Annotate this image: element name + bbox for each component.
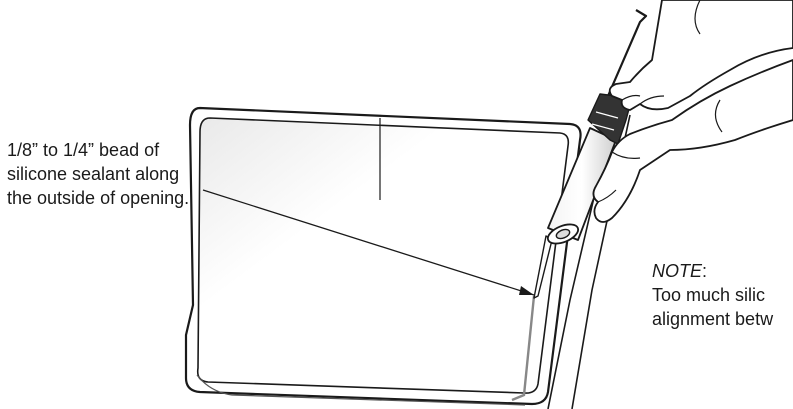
caulk-gun [533, 9, 648, 299]
callout-line: silicone sealant along [7, 164, 180, 184]
lower-hand [592, 59, 793, 223]
note-heading: NOTE [652, 261, 703, 281]
note-heading-suffix: : [702, 261, 708, 281]
callout-line: 1/8” to 1/4” bead of [7, 140, 160, 160]
callout-line: the outside of opening. [7, 188, 190, 208]
note-line: alignment betw [652, 309, 774, 329]
note-line: Too much silic [652, 285, 766, 305]
callout-leader [202, 189, 535, 296]
upper-hand [608, 0, 793, 111]
sealant-callout: 1/8” to 1/4” bead of silicone sealant al… [7, 138, 247, 210]
silicone-bead [511, 295, 536, 402]
note-heading-row: NOTE: [652, 259, 793, 283]
note-block: NOTE: Too much silic alignment betw [652, 259, 793, 331]
